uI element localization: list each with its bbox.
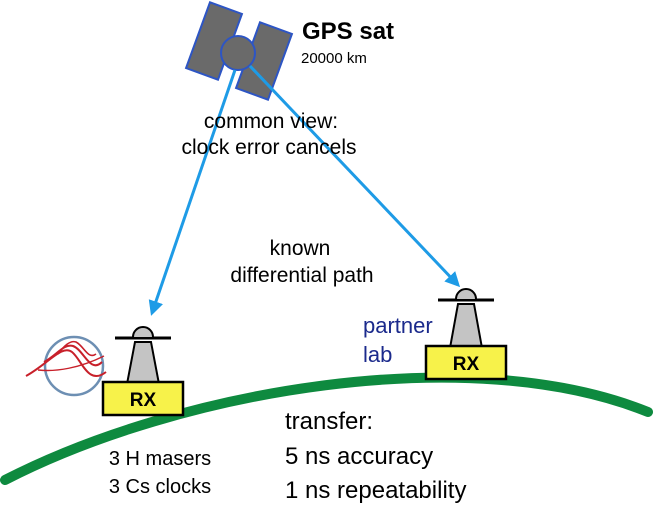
receiver-box-partner: RX bbox=[424, 344, 508, 381]
receiver-box-local: RX bbox=[101, 380, 185, 417]
receiver-label-local: RX bbox=[130, 390, 157, 411]
partner-lab-label-line1: partner bbox=[363, 313, 433, 338]
local-clocks-line2: 3 Cs clocks bbox=[108, 476, 212, 498]
local-clocks-line1: 3 H masers bbox=[108, 448, 212, 470]
signal-path-partner bbox=[248, 64, 461, 288]
signal-path-local bbox=[148, 69, 237, 316]
known-path-label-line1: known bbox=[269, 237, 331, 260]
common-view-label-line1: common view: bbox=[203, 110, 339, 133]
antenna-icon-local bbox=[115, 326, 171, 385]
satellite-body bbox=[220, 35, 256, 71]
gps-satellite-icon bbox=[184, 1, 294, 101]
transfer-repeatability: 1 ns repeatability bbox=[285, 477, 467, 504]
common-view-label-line2: clock error cancels bbox=[181, 136, 357, 159]
partner-lab-label-line2: lab bbox=[363, 342, 393, 367]
satellite-title: GPS sat bbox=[302, 18, 395, 45]
transfer-heading: transfer: bbox=[285, 408, 374, 435]
known-path-label-line2: differential path bbox=[230, 264, 374, 287]
lab-logo-icon bbox=[25, 335, 107, 397]
transfer-accuracy: 5 ns accuracy bbox=[285, 443, 434, 470]
earth-surface-curve bbox=[0, 372, 653, 485]
satellite-altitude: 20000 km bbox=[301, 50, 367, 67]
antenna-icon-partner bbox=[438, 288, 494, 349]
receiver-label-partner: RX bbox=[453, 354, 480, 375]
